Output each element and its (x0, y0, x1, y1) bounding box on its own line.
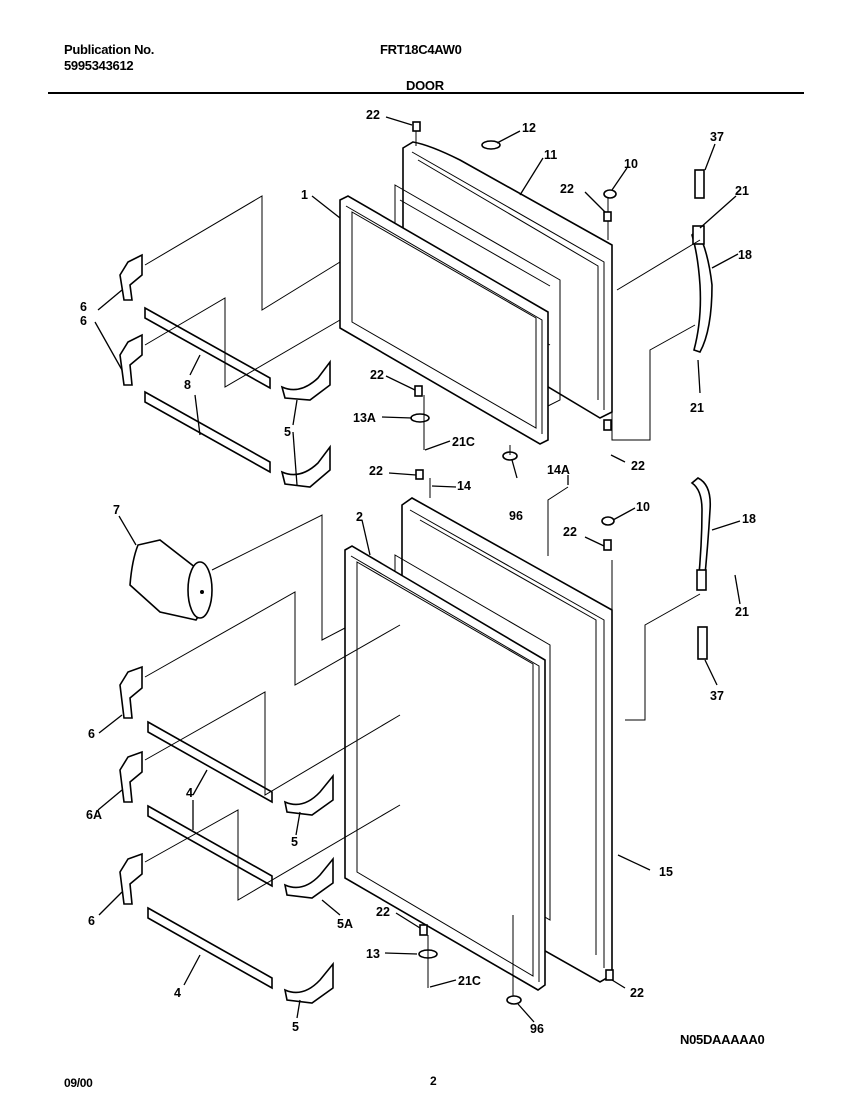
fresh-food-handle-18 (690, 477, 712, 660)
door-shelf-bracket-right-3 (283, 961, 334, 1004)
callout-6: 6 (80, 314, 87, 328)
callout-6: 6 (80, 300, 87, 314)
callout-22: 22 (366, 108, 380, 122)
callout-6: 6 (88, 914, 95, 928)
callout-6: 6 (88, 727, 95, 741)
callout-8: 8 (184, 378, 191, 392)
callout-5: 5 (291, 835, 298, 849)
callout-14A: 14A (547, 463, 570, 477)
callout-6A: 6A (86, 808, 102, 822)
revision-date: 09/00 (64, 1076, 93, 1090)
header-divider (48, 92, 804, 94)
callout-5: 5 (292, 1020, 299, 1034)
callout-21: 21 (735, 184, 749, 198)
callout-37: 37 (710, 130, 724, 144)
figure-code: N05DAAAAA0 (680, 1032, 765, 1047)
hinge-13A (410, 413, 430, 423)
door-shelf-bracket-left-2 (119, 750, 143, 803)
callout-10: 10 (636, 500, 650, 514)
page-number: 2 (430, 1074, 437, 1088)
publication-label: Publication No. (64, 42, 155, 57)
callout-22: 22 (631, 459, 645, 473)
callout-22: 22 (370, 368, 384, 382)
callout-18: 18 (742, 512, 756, 526)
plug-22-mid-right (603, 419, 612, 431)
freezer-shelf-bracket-left-top (119, 253, 143, 301)
door-shelf-rail-3 (147, 906, 273, 990)
callout-22: 22 (563, 525, 577, 539)
callout-2: 2 (356, 510, 363, 524)
callout-22: 22 (560, 182, 574, 196)
plug-22-bottom-left (419, 924, 428, 936)
callout-96: 96 (509, 509, 523, 523)
plug-22-lower-right (603, 539, 612, 551)
callout-37: 37 (710, 689, 724, 703)
door-shelf-bracket-left-3 (119, 852, 143, 905)
hinge-pin-top (412, 121, 421, 146)
callout-22: 22 (630, 986, 644, 1000)
callout-21C: 21C (458, 974, 481, 988)
door-shelf-bracket-right-2 (283, 856, 334, 899)
callout-21C: 21C (452, 435, 475, 449)
door-shelf-rail-1 (147, 720, 273, 804)
section-title: DOOR (406, 78, 444, 93)
publication-number: 5995343612 (64, 58, 134, 73)
freezer-handle-18 (691, 169, 713, 353)
butter-compartment-7 (129, 539, 213, 621)
plug-22-bottom-right (605, 969, 614, 981)
callout-11: 11 (544, 148, 557, 162)
leader-lines (94, 116, 741, 1023)
callout-22: 22 (376, 905, 390, 919)
callout-7: 7 (113, 503, 120, 517)
callout-10: 10 (624, 157, 638, 171)
callout-21: 21 (690, 401, 704, 415)
washer-96-bottom (506, 995, 522, 1005)
callout-13: 13 (366, 947, 380, 961)
callout-21: 21 (735, 605, 749, 619)
callout-96: 96 (530, 1022, 544, 1036)
door-stop-12 (481, 140, 501, 150)
callout-13A: 13A (353, 411, 376, 425)
callout-12: 12 (522, 121, 536, 135)
callout-5: 5 (284, 425, 291, 439)
freezer-shelf-rail-top (144, 306, 271, 390)
freezer-shelf-rail-bottom (144, 390, 271, 474)
freezer-shelf-bracket-right-bottom (280, 444, 331, 488)
freezer-door-gasket-1 (339, 195, 549, 445)
plug-22-mid-left (414, 385, 423, 397)
model-number: FRT18C4AW0 (380, 42, 462, 57)
callout-18: 18 (738, 248, 752, 262)
door-shelf-bracket-left-1 (119, 665, 143, 719)
callout-4: 4 (174, 986, 181, 1000)
plug-22-lower-top (415, 469, 424, 480)
door-shelf-rail-2 (147, 804, 273, 888)
plug-22-top-right (603, 211, 612, 222)
callout-15: 15 (659, 865, 673, 879)
callout-4: 4 (186, 786, 193, 800)
callout-5A: 5A (337, 917, 353, 931)
callout-22: 22 (369, 464, 383, 478)
freezer-shelf-bracket-left-bottom (119, 333, 143, 386)
freezer-shelf-bracket-right-top (280, 359, 331, 401)
fresh-food-door-gasket-2 (344, 545, 546, 991)
callout-14: 14 (457, 479, 471, 493)
cap-10-lower (601, 516, 615, 526)
door-shelf-bracket-right-1 (283, 773, 334, 816)
callout-1: 1 (301, 188, 308, 202)
